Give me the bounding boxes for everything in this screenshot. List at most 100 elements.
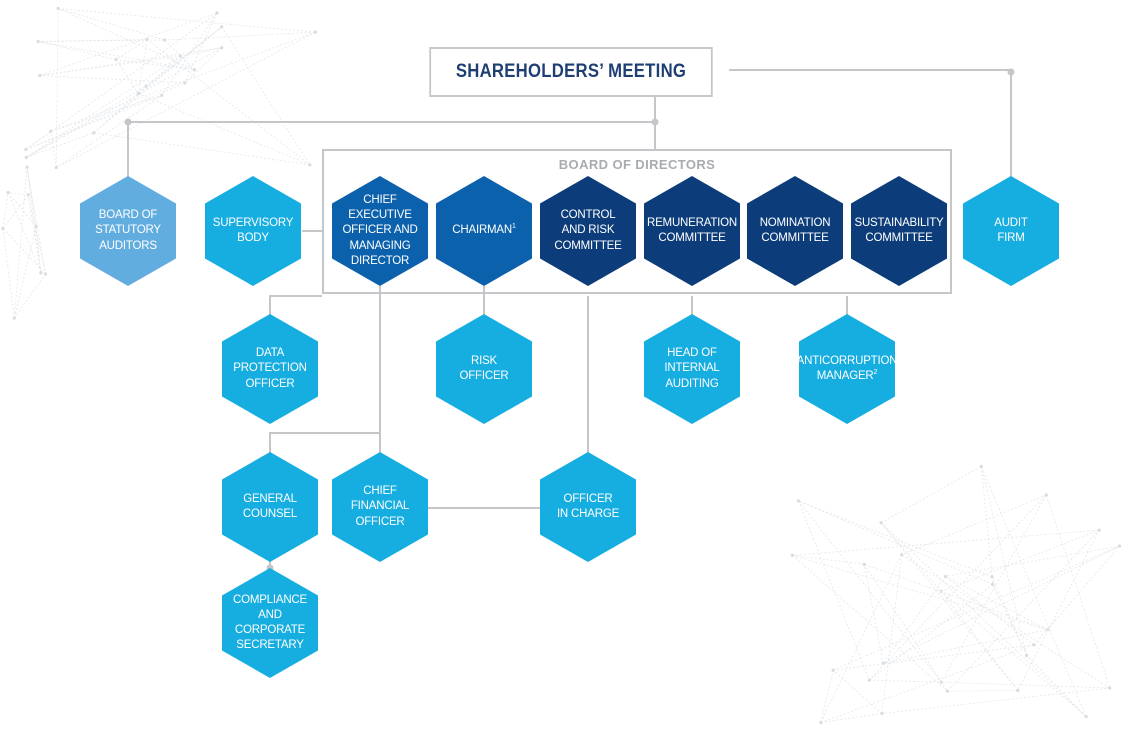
network-line (864, 563, 1048, 631)
chairman-text: CHAIRMAN (452, 224, 513, 237)
network-dot (819, 720, 823, 725)
network-line (980, 466, 1087, 717)
junction-dot (651, 118, 659, 126)
network-dot (1108, 686, 1112, 690)
network-dot (215, 11, 219, 15)
network-line (798, 500, 942, 683)
network-line (869, 679, 942, 683)
network-dot (796, 499, 801, 503)
node-label: DATA PROTECTION OFFICER (233, 347, 307, 390)
network-line (184, 12, 218, 84)
network-line (57, 8, 195, 71)
network-line (55, 8, 59, 168)
node-label: OFFICER IN CHARGE (556, 492, 620, 520)
network-line (881, 554, 903, 714)
node-label: NOMINATION COMMITTEE (759, 216, 831, 244)
network-line (50, 94, 162, 132)
junction-dot (124, 118, 132, 126)
network-line (2, 228, 15, 319)
network-line (56, 31, 316, 168)
network-dot (114, 57, 118, 62)
network-line (798, 500, 993, 578)
network-line (833, 545, 1120, 671)
node-label: GENERAL COUNSEL (242, 492, 298, 520)
network-line (1045, 494, 1111, 689)
footnote-marker: 2 (873, 369, 878, 377)
network-line (180, 47, 222, 57)
network-line (901, 554, 1110, 689)
network-dot (39, 271, 43, 275)
network-line (26, 55, 181, 158)
network-dot (34, 224, 38, 228)
network-line (25, 12, 218, 150)
network-dot (92, 131, 96, 135)
node-label: CHAIRMAN1 (450, 223, 517, 238)
node-label: SUPERVISORY BODY (212, 216, 294, 244)
network-line (164, 31, 316, 41)
network-dot (943, 574, 948, 579)
network-dot (1016, 688, 1020, 693)
network-dot (862, 562, 866, 566)
network-line (26, 47, 222, 158)
node-label: HEAD OF INTERNAL AUDITING (664, 347, 720, 390)
network-line (27, 194, 46, 275)
network-line (8, 192, 29, 196)
network-line (145, 55, 181, 87)
network-line (820, 644, 1035, 723)
anticorruption-text: ANTICORRUPTION MANAGER (796, 354, 898, 382)
network-line (832, 669, 883, 714)
network-dot (945, 689, 950, 693)
network-line (138, 93, 311, 166)
network-line (137, 39, 148, 94)
network-line (38, 41, 117, 60)
network-line (1033, 545, 1120, 646)
network-dot (867, 678, 871, 682)
head-of-internal-auditing-node: HEAD OF INTERNAL AUDITING (644, 314, 740, 424)
connector-data-protection (269, 295, 322, 318)
network-dot (1025, 653, 1029, 657)
network-line (7, 192, 37, 227)
node-label: ANTICORRUPTION MANAGER2 (796, 354, 898, 384)
network-dot (831, 668, 835, 672)
network-line (947, 529, 1100, 692)
network-dot (25, 165, 29, 169)
network-dot (313, 30, 317, 34)
network-dot (49, 129, 53, 133)
node-label: COMPLIANCE AND CORPORATE SECRETARY (232, 593, 308, 652)
network-dot (56, 6, 60, 11)
node-label: SUSTAINABILITY COMMITTEE (854, 216, 944, 244)
node-label: REMUNERATION COMMITTEE (646, 216, 738, 244)
board-of-directors-frame (322, 149, 952, 294)
network-line (58, 8, 316, 33)
network-line (39, 12, 218, 76)
network-line (25, 94, 162, 150)
network-line (39, 47, 222, 76)
network-dot (1097, 528, 1101, 532)
network-dot (145, 37, 149, 42)
network-line (184, 47, 222, 84)
network-dot (220, 25, 224, 29)
network-line (880, 522, 1087, 717)
network-dot (1044, 493, 1048, 497)
network-line (1017, 529, 1100, 691)
network-line (58, 8, 165, 41)
network-line (945, 545, 1120, 577)
network-line (941, 681, 1110, 689)
network-line (38, 41, 195, 71)
node-label: CONTROL AND RISK COMMITTEE (554, 209, 622, 252)
network-line (56, 95, 163, 168)
network-dot (178, 54, 183, 58)
network-line (798, 500, 993, 585)
network-line (992, 584, 1027, 656)
network-line (13, 167, 28, 319)
network-line (26, 85, 147, 158)
anticorruption-manager-node: ANTICORRUPTION MANAGER2 (799, 314, 895, 424)
network-dot (880, 711, 884, 716)
board-of-directors-label: BOARD OF DIRECTORS (558, 157, 716, 172)
network-line (2, 228, 46, 275)
network-line (7, 192, 42, 274)
network-line (820, 554, 903, 723)
shareholders-meeting-box: SHAREHOLDERS’ MEETING (429, 47, 713, 97)
network-line (2, 194, 29, 229)
node-label: CHIEF FINANCIAL OFFICER (350, 485, 410, 528)
